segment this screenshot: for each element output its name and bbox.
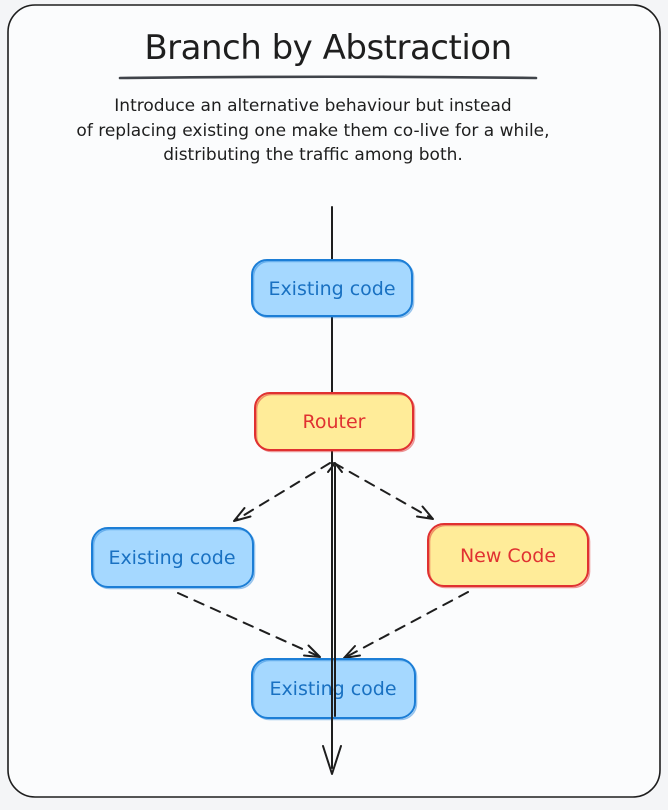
description-line: Introduce an alternative behaviour but i…: [114, 96, 511, 116]
arrowhead-down-icon: [322, 745, 342, 775]
edge-router-to-existing-left: [233, 462, 331, 522]
node-existing-top-label: Existing code: [268, 278, 395, 300]
title-underline: [118, 75, 538, 80]
description-line: of replacing existing one make them co-l…: [76, 121, 549, 141]
page-title: Branch by Abstraction: [144, 28, 511, 68]
arrowhead-down-left-icon: [233, 507, 252, 522]
node-router: Router: [254, 392, 416, 453]
node-router-label: Router: [303, 411, 366, 433]
node-new-code: New Code: [427, 523, 591, 589]
description-line: distributing the traffic among both.: [163, 145, 463, 165]
node-existing-left-label: Existing code: [108, 547, 235, 569]
arrowhead-up-icon: [327, 462, 343, 473]
arrowhead-down-right-icon: [416, 505, 434, 520]
edge-router-to-new-code: [333, 462, 434, 520]
description: Introduce an alternative behaviour but i…: [76, 96, 549, 165]
node-existing-left: Existing code: [91, 527, 256, 590]
edge-existing-left-to-existing-bottom: [177, 592, 321, 658]
node-new-code-label: New Code: [460, 545, 556, 567]
arrowhead-down-right-icon: [303, 644, 321, 658]
node-existing-top: Existing code: [251, 259, 415, 319]
